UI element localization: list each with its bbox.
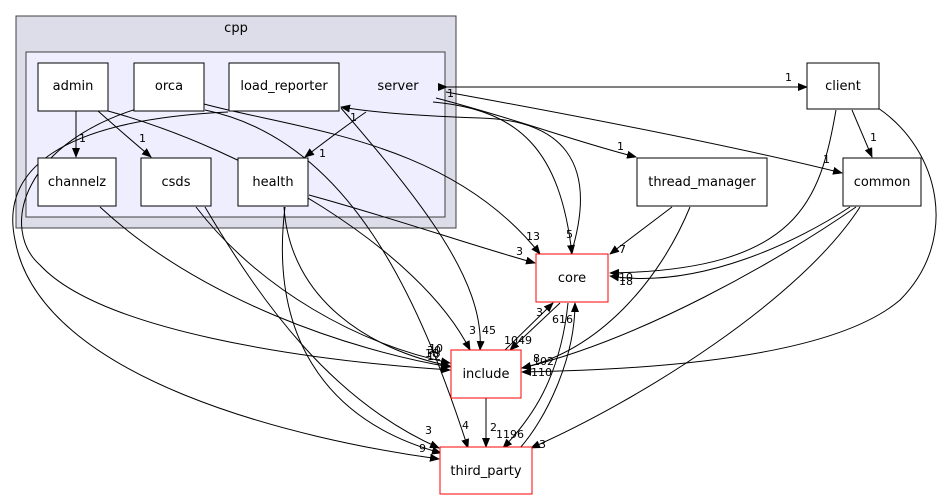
svg-text:channelz: channelz [48, 175, 106, 190]
edge-label: 45 [482, 324, 496, 337]
edge-label: 1 [870, 131, 877, 144]
edge-label: 1 [785, 71, 792, 84]
svg-text:third_party: third_party [450, 464, 521, 479]
node-client[interactable]: client [806, 62, 880, 110]
edge-server-common [445, 91, 843, 175]
node-include[interactable]: include [450, 349, 522, 399]
edge-core-lr [340, 104, 581, 255]
edge-label: 4 [462, 419, 469, 432]
edge-tm-core [609, 206, 673, 255]
edge-label: 1 [617, 140, 624, 153]
edge-label: 18 [619, 275, 633, 288]
edge-admin-csds [97, 110, 152, 158]
svg-text:include: include [462, 367, 509, 382]
cpp-cluster-label: cpp [224, 21, 248, 36]
node-third-party[interactable]: third_party [439, 446, 533, 495]
edge-label: 110 [531, 366, 552, 379]
edge-health-include [283, 206, 451, 369]
edge-admin-thirdparty [12, 111, 440, 462]
edge-label: 1196 [496, 428, 524, 441]
edge-label: 1 [79, 132, 86, 145]
edge-label: 1 [319, 147, 326, 160]
svg-text:csds: csds [162, 175, 191, 190]
edge-client-common [851, 109, 873, 158]
edge-tm-include [521, 206, 691, 370]
edge-client-core [609, 109, 837, 277]
edge-label: 10 [619, 271, 633, 284]
edge-label: 3 [536, 306, 543, 319]
node-common[interactable]: common [842, 157, 922, 207]
edge-label: 5 [566, 228, 573, 241]
edge-orca-thirdparty [204, 109, 470, 449]
edge-channelz-include [99, 206, 451, 370]
edge-label: 18 [425, 347, 439, 360]
edge-health-core [308, 194, 536, 265]
edge-common-include [521, 206, 857, 370]
edge-label: 2 [490, 421, 497, 434]
svg-text:health: health [252, 175, 293, 190]
edge-thirdparty-core [519, 302, 579, 449]
edge-label: 1 [139, 132, 146, 145]
edge-core-thirdparty [502, 302, 569, 449]
edge-common-core [609, 206, 851, 282]
svg-text:core: core [558, 271, 586, 286]
edge-csds-thirdparty [204, 206, 440, 449]
svg-text:client: client [825, 79, 861, 94]
edge-common-thirdparty [530, 206, 861, 449]
edge-label: 13 [526, 230, 540, 243]
node-orca[interactable]: orca [133, 62, 205, 112]
node-load-reporter[interactable]: load_reporter [228, 62, 340, 112]
edge-server-core [432, 101, 575, 255]
edge-label: 1 [823, 153, 830, 166]
edge-admin-include [107, 110, 471, 351]
edge-health-thirdparty [281, 206, 442, 455]
edge-lr-health [304, 111, 367, 158]
edge-label: 1049 [504, 334, 532, 347]
edge-lr-include [340, 107, 485, 351]
edge-label: 3 [516, 245, 523, 258]
svg-text:load_reporter: load_reporter [240, 79, 328, 94]
edge-core-include [509, 302, 561, 351]
edge-csds-include [195, 206, 451, 366]
edge-label: 3 [539, 438, 546, 451]
svg-text:common: common [854, 175, 911, 190]
edge-label: 7 [619, 243, 626, 256]
node-channelz[interactable]: channelz [37, 157, 117, 207]
edge-label: 1 [447, 87, 454, 100]
edge-label: 3 [425, 424, 432, 437]
node-csds[interactable]: csds [140, 157, 212, 207]
node-core[interactable]: core [535, 253, 609, 303]
edge-label: 616 [552, 313, 573, 326]
edge-label: 1 [350, 111, 357, 124]
edge-label: 102 [533, 355, 554, 368]
edge-client-include [521, 107, 937, 376]
svg-text:thread_manager: thread_manager [648, 175, 756, 190]
svg-text:orca: orca [155, 79, 183, 94]
edge-server-thread-manager [435, 97, 637, 159]
edge-label: 8 [533, 352, 540, 365]
edge-label: 30 [427, 344, 441, 357]
edge-label: 12 [427, 350, 441, 363]
server-cluster-label: server [377, 79, 419, 94]
edge-labels: 1 1 1 1 1 1 1 1 1 13 5 3 7 18 10 3 616 1… [79, 71, 877, 455]
edge-label: 3 [469, 324, 476, 337]
edge-label: 9 [419, 442, 426, 455]
edge-label: 10 [429, 342, 443, 355]
svg-text:admin: admin [53, 79, 94, 94]
edge-orca-core [203, 103, 541, 255]
node-health[interactable]: health [237, 157, 309, 207]
node-admin[interactable]: admin [37, 62, 109, 112]
node-thread-manager[interactable]: thread_manager [636, 157, 768, 207]
